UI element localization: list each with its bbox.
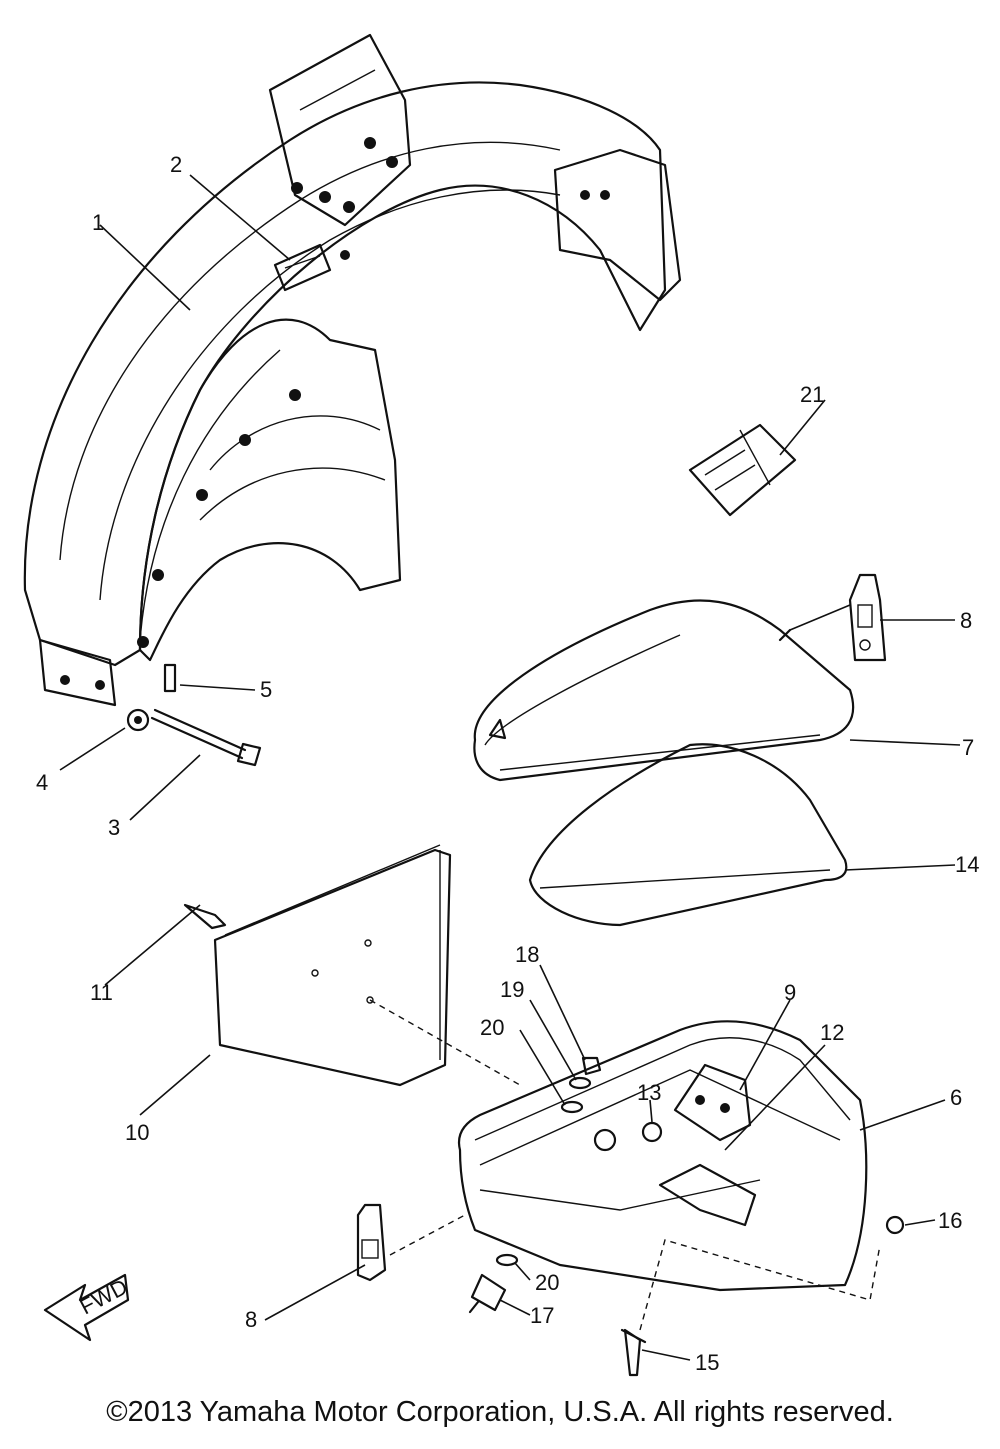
copyright-notice: ©2013 Yamaha Motor Corporation, U.S.A. A…: [106, 1396, 894, 1428]
callout-20-upper: 20: [480, 1015, 504, 1040]
fwd-text: FWD: [76, 1274, 132, 1320]
case-cover-plate: [213, 844, 452, 1087]
long-bolt: [150, 708, 262, 767]
callout-18: 18: [515, 942, 539, 967]
washer-19: [568, 1076, 592, 1090]
callout-21: 21: [800, 382, 824, 407]
callout-5: 5: [260, 677, 272, 702]
callout-2: 2: [170, 152, 182, 177]
callout-3: 3: [108, 815, 120, 840]
callout-6: 6: [950, 1085, 962, 1110]
air-cleaner-cover: [473, 599, 855, 782]
washer-20-upper: [560, 1100, 584, 1114]
callout-12: 12: [820, 1020, 844, 1045]
callout-1: 1: [92, 210, 104, 235]
callout-14: 14: [955, 852, 979, 877]
nut-13: [641, 1121, 663, 1143]
callout-17: 17: [530, 1303, 554, 1328]
callout-labels: 1 2 3 4 5 6 7 8 8 9 10 11 12 13 14 15 16…: [36, 152, 979, 1375]
pin-11: [183, 903, 227, 930]
callout-19: 19: [500, 977, 524, 1002]
plate-12: [658, 1163, 757, 1227]
bracket-9: [673, 1063, 752, 1142]
rear-fender: [23, 33, 682, 707]
callout-10: 10: [125, 1120, 149, 1145]
air-cleaner-case: [457, 1020, 868, 1292]
spring-pin: [163, 663, 177, 693]
clip-lower: [356, 1203, 387, 1282]
washer-20-lower: [495, 1253, 519, 1267]
washer: [126, 708, 150, 732]
callout-16: 16: [938, 1208, 962, 1233]
leader-lines: [59, 174, 961, 1361]
callout-20-lower: 20: [535, 1270, 559, 1295]
nut-18: [581, 1056, 602, 1076]
callout-13: 13: [637, 1080, 661, 1105]
fender-label-plate: [273, 243, 332, 292]
callout-8-top: 8: [960, 608, 972, 633]
connector-21: [688, 423, 797, 517]
nut-16: [885, 1215, 905, 1235]
callout-8-lower: 8: [245, 1307, 257, 1332]
callout-15: 15: [695, 1350, 719, 1375]
callout-9: 9: [784, 980, 796, 1005]
clip-top: [848, 573, 887, 662]
callout-11: 11: [90, 980, 113, 1005]
forward-arrow: FWD: [43, 1274, 132, 1342]
bolt-17: [468, 1273, 507, 1314]
callout-7: 7: [962, 735, 974, 760]
rivet-15: [620, 1328, 647, 1377]
filter-element: [528, 743, 848, 927]
callout-4: 4: [36, 770, 48, 795]
